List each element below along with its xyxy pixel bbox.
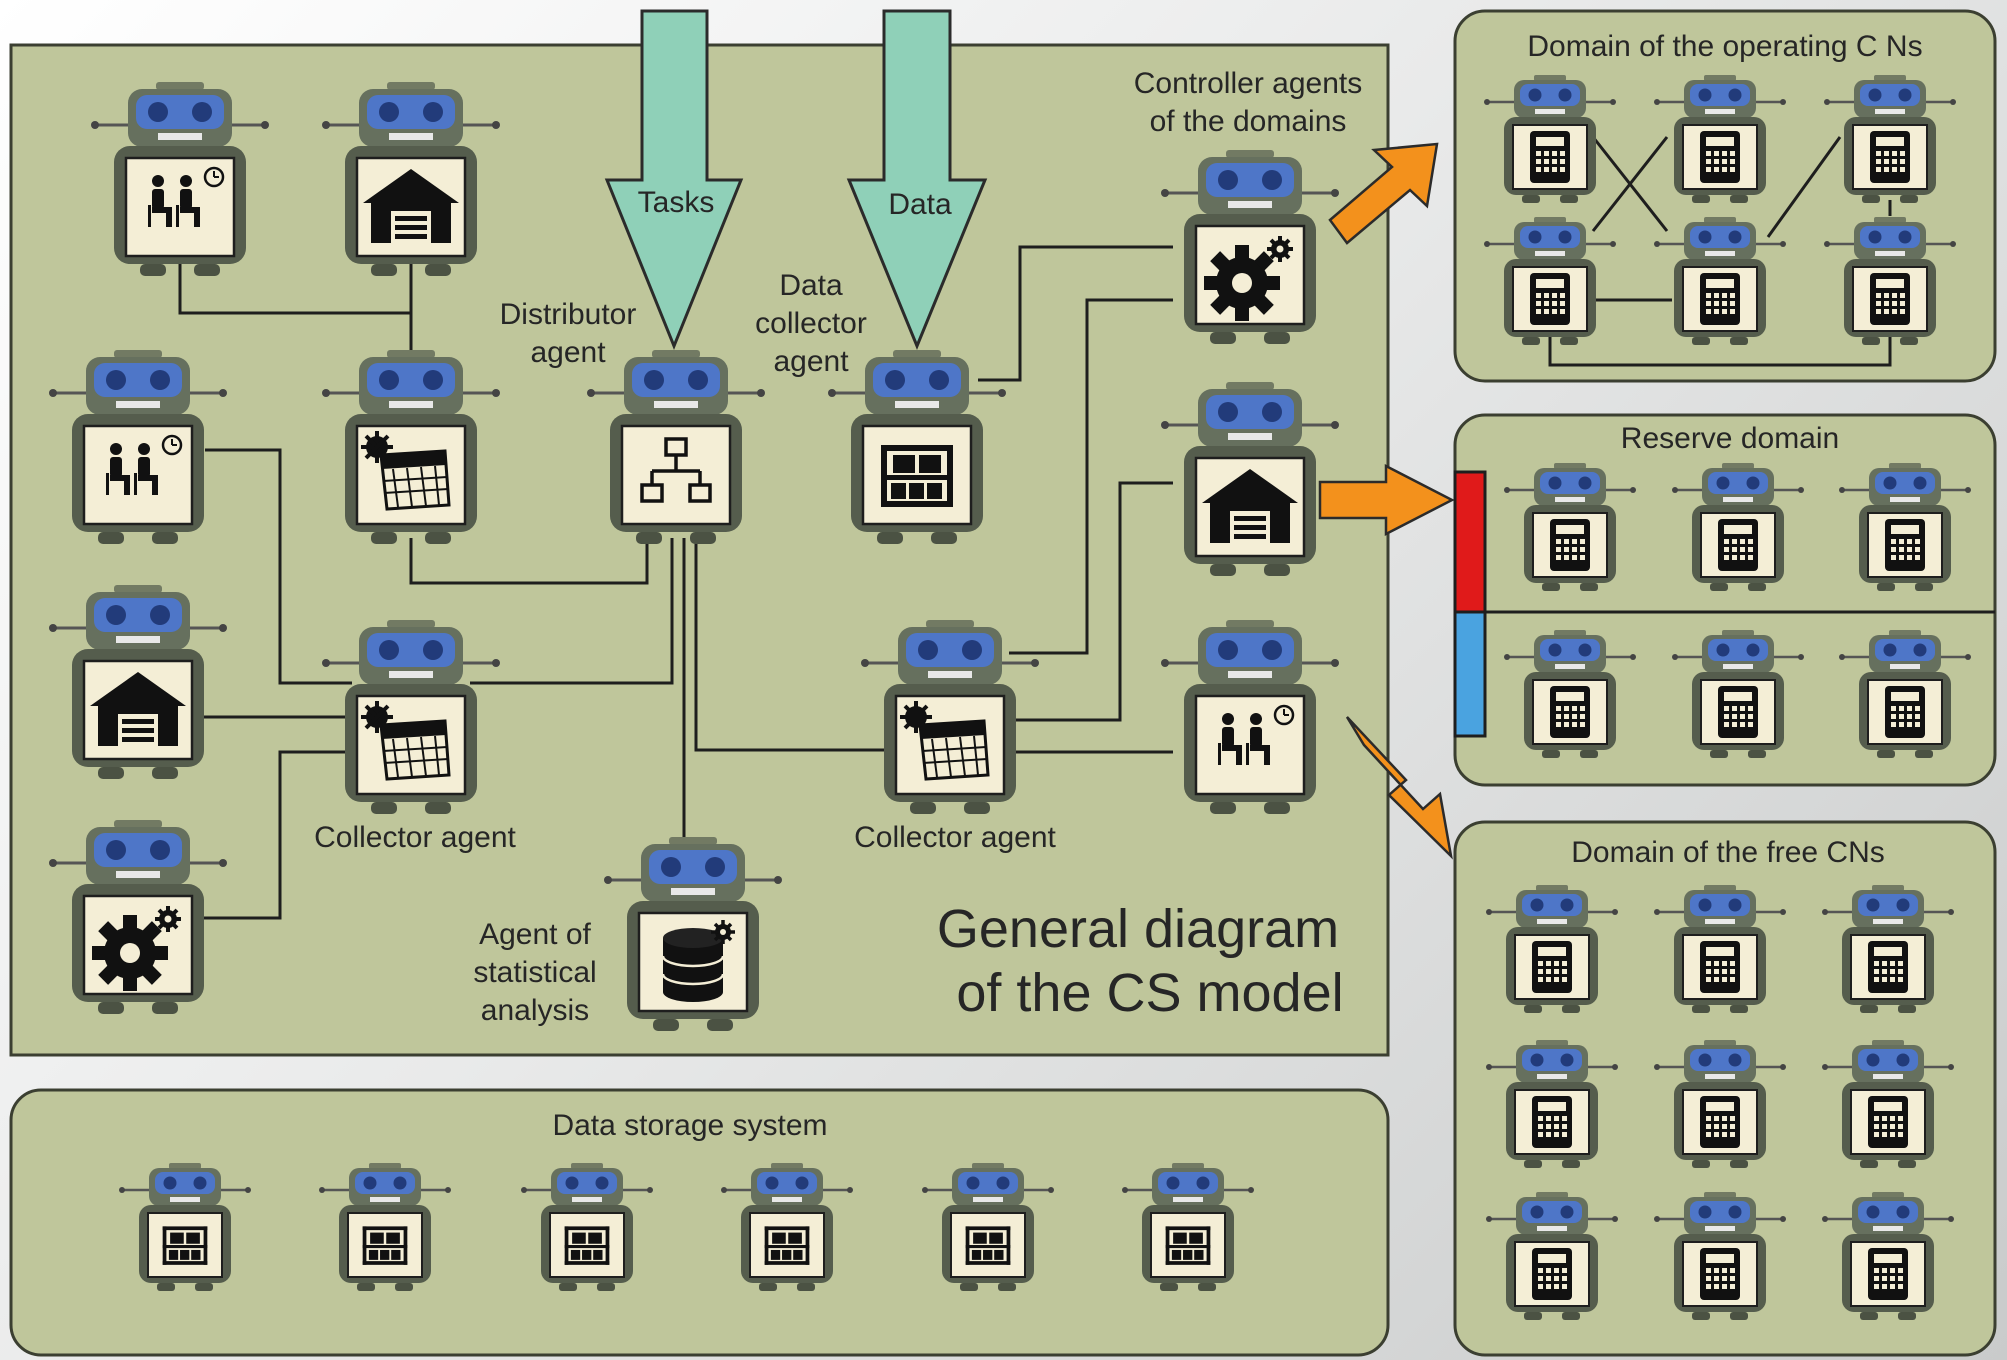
- calculator-icon: [1700, 1248, 1740, 1300]
- calculator-icon: [1550, 686, 1590, 738]
- calculator-icon: [1885, 686, 1925, 738]
- data-collector-label-2: collector: [755, 307, 867, 340]
- calculator-icon: [1550, 519, 1590, 571]
- arrow-to-free: [1345, 716, 1453, 860]
- arrow-to-operating: [1328, 142, 1439, 245]
- distributor-label-1: Distributor: [500, 298, 637, 331]
- stat-label-1: Agent of: [479, 918, 591, 951]
- calculator-icon: [1700, 941, 1740, 993]
- calculator-icon: [1868, 1248, 1908, 1300]
- data-storage-title: Data storage system: [552, 1109, 827, 1142]
- diagram-title-1: General diagram: [937, 899, 1339, 959]
- data-input-arrow: [846, 9, 988, 350]
- connection-lines: [178, 245, 1173, 920]
- calculator-icon: [1868, 1096, 1908, 1148]
- reserve-domain-title: Reserve domain: [1621, 422, 1839, 455]
- calculator-icon: [1718, 686, 1758, 738]
- calculator-icon: [1700, 1096, 1740, 1148]
- controller-label-2: of the domains: [1150, 105, 1347, 138]
- calculator-icon: [1868, 941, 1908, 993]
- collector-label-right: Collector agent: [854, 821, 1056, 854]
- tasks-input-arrow: [604, 9, 744, 351]
- calculator-icon: [1530, 131, 1570, 183]
- collector-label-left: Collector agent: [314, 821, 516, 854]
- free-domain-title: Domain of the free CNs: [1571, 836, 1884, 869]
- calculator-icon: [1718, 519, 1758, 571]
- stat-label-2: statistical: [473, 956, 596, 989]
- calculator-icon: [1530, 273, 1570, 325]
- calculator-icon: [1700, 273, 1740, 325]
- operating-domain-title: Domain of the operating C Ns: [1527, 30, 1922, 63]
- calculator-icon: [1532, 1248, 1572, 1300]
- arrow-to-reserve: [1318, 463, 1455, 537]
- calculator-icon: [1532, 941, 1572, 993]
- stat-label-3: analysis: [481, 994, 589, 1027]
- calculator-icon: [1885, 519, 1925, 571]
- data-label: Data: [888, 188, 952, 221]
- data-collector-label-3: agent: [773, 345, 849, 378]
- distributor-label-2: agent: [530, 336, 606, 369]
- tasks-label: Tasks: [638, 186, 715, 219]
- diagram-title-2: of the CS model: [956, 963, 1343, 1023]
- reserve-blue-marker: [1453, 610, 1487, 738]
- data-storage-panel: [9, 1088, 1390, 1357]
- data-collector-label-1: Data: [779, 269, 843, 302]
- calculator-icon: [1700, 131, 1740, 183]
- reserve-red-marker: [1453, 470, 1487, 614]
- calculator-icon: [1870, 131, 1910, 183]
- calculator-icon: [1870, 273, 1910, 325]
- controller-label-1: Controller agents: [1134, 67, 1362, 100]
- calculator-icon: [1532, 1096, 1572, 1148]
- operating-links: [1548, 136, 1892, 367]
